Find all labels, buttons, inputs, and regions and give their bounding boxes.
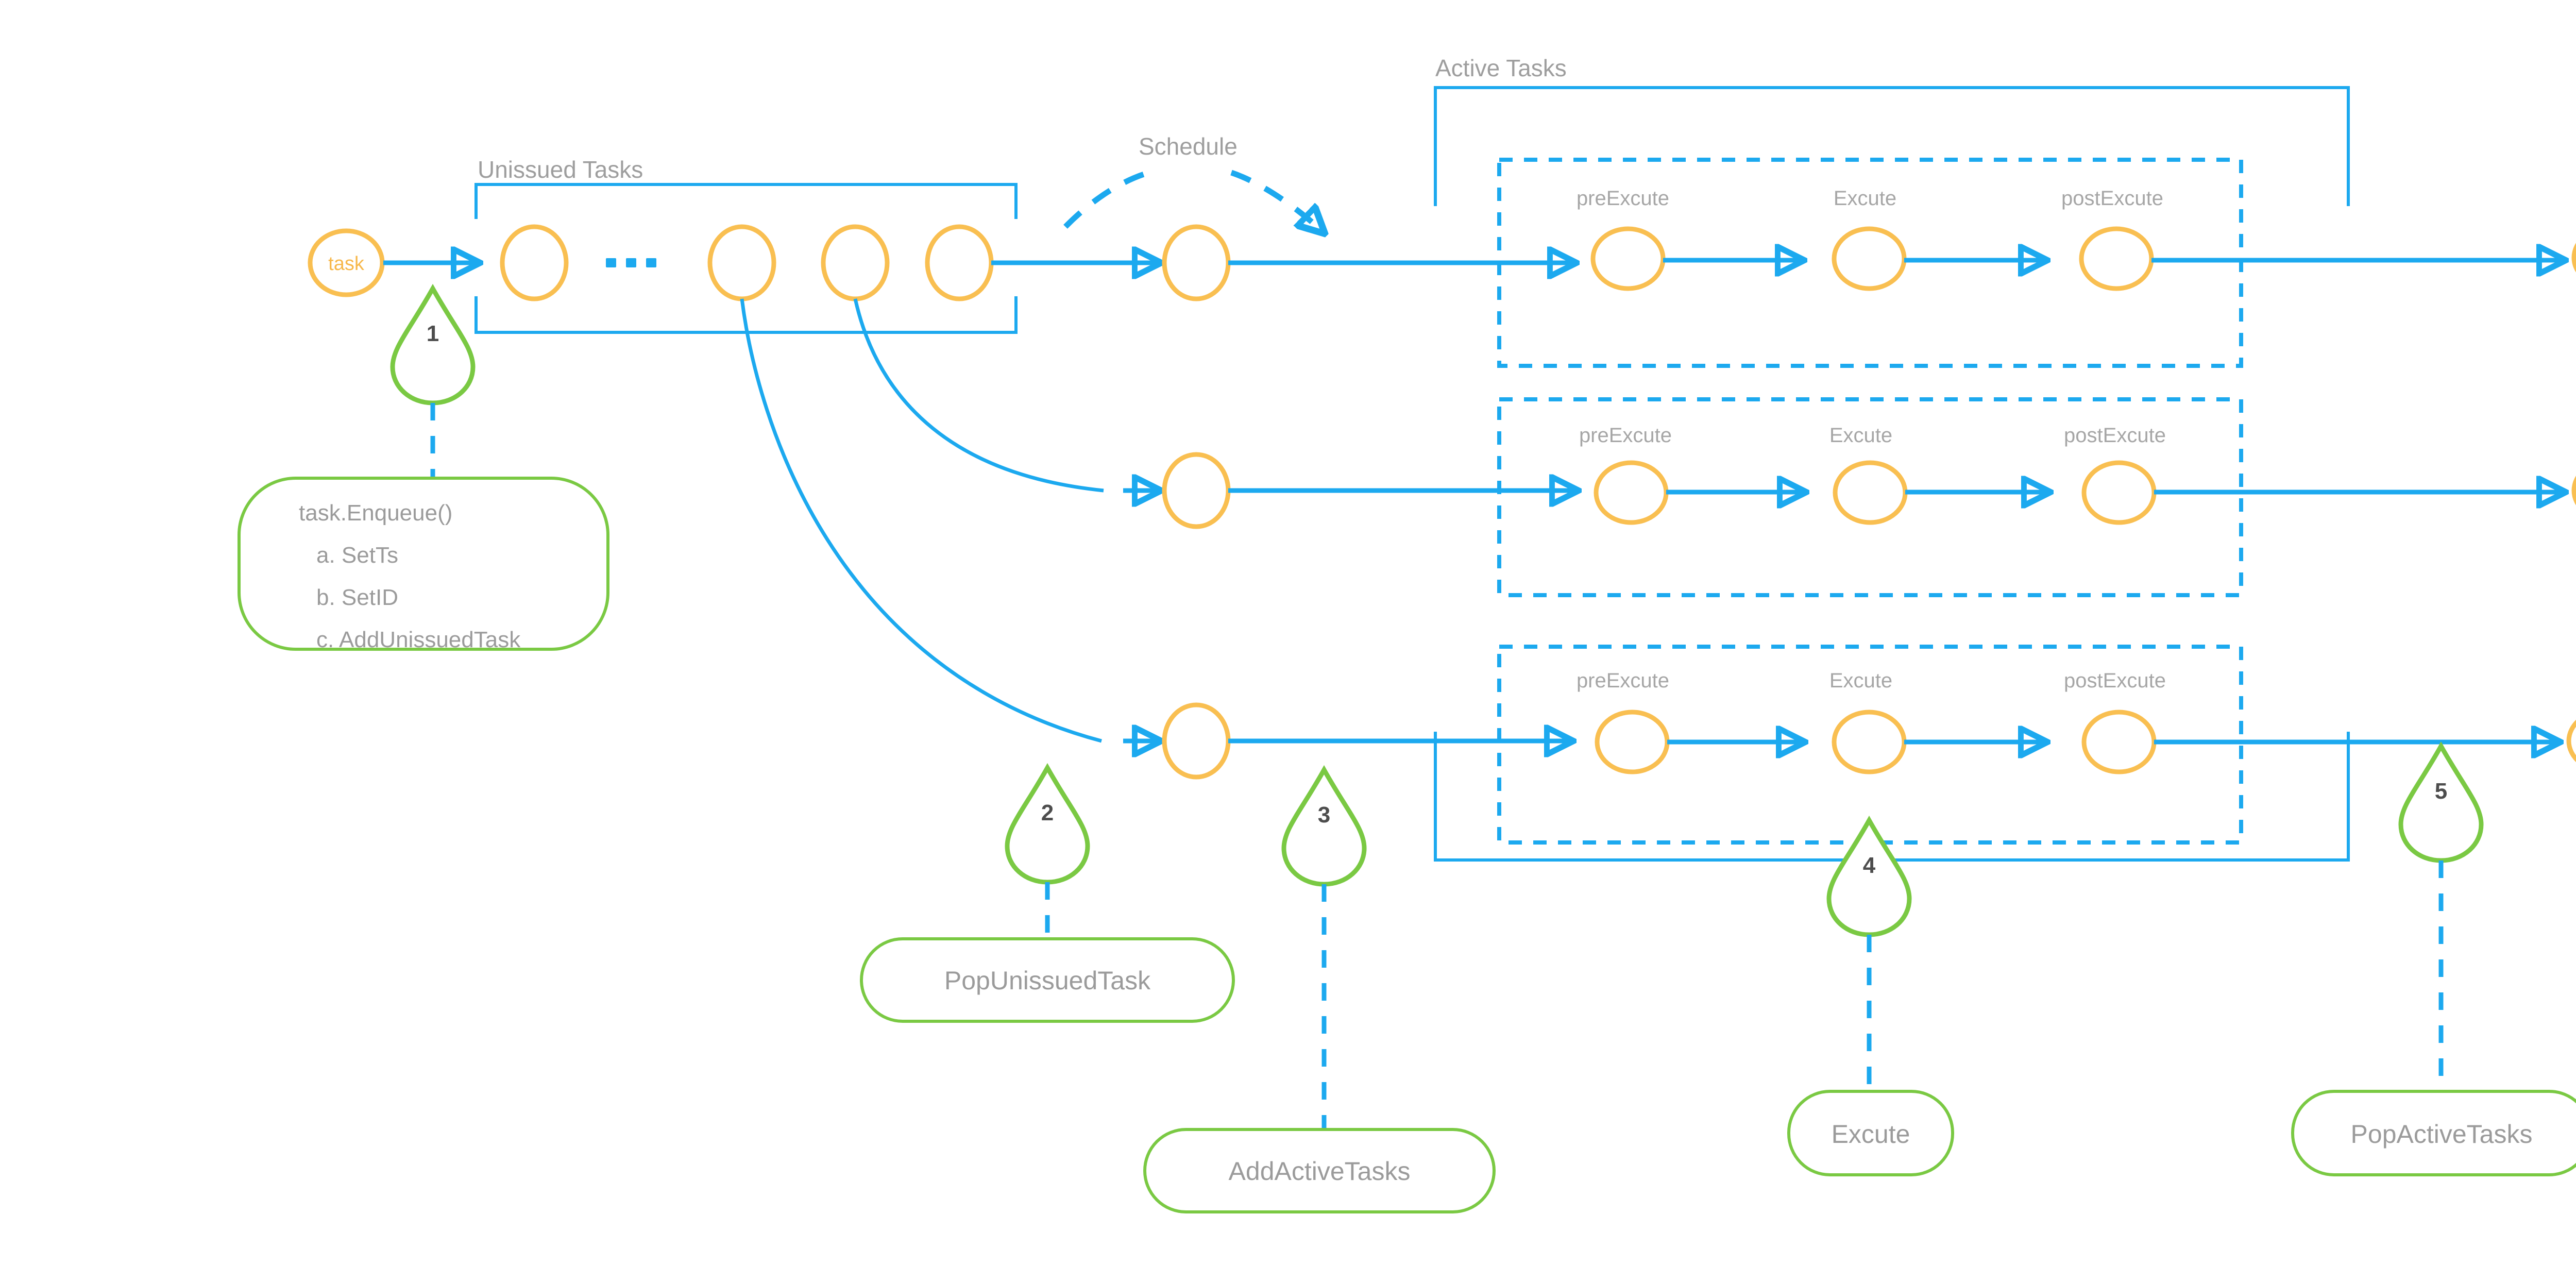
marker-1-group: 1 task.Enqueue() a. SetTs b. SetID c. Ad… (238, 283, 609, 652)
unissued-queue-nodes (500, 224, 994, 301)
row2-pre-node (1594, 460, 1669, 525)
row3-pre-label: preExcute (1577, 669, 1669, 692)
schedule-annotation: Schedule (1063, 133, 1324, 233)
marker-2-number: 2 (1041, 800, 1054, 825)
row2-dashed-region (1497, 397, 2243, 597)
pop-unissued-callout-box (860, 937, 1235, 1023)
marker-3-group: 3 AddActiveTasks (1143, 765, 1496, 1213)
excute-callout-box (1787, 1090, 1954, 1176)
task-source-node: task (308, 228, 385, 297)
row3-pre-node (1595, 710, 1670, 774)
marker-5-group: 5 PopActiveTasks (2291, 741, 2576, 1176)
schedule-node-row2 (1162, 452, 1231, 529)
row3-dashed-region (1497, 645, 2243, 845)
active-tasks-label: Active Tasks (1435, 55, 1567, 81)
active-task-row-3: preExcute Excute postExcute (1228, 645, 2576, 845)
enqueue-step-a: a. SetTs (316, 543, 398, 568)
enqueue-step-c: c. AddUnissuedTask (316, 627, 521, 652)
row3-terminal-node (2566, 719, 2576, 763)
row1-terminal-node (2571, 243, 2576, 273)
enqueue-callout-box (238, 477, 609, 651)
unissued-tasks-label: Unissued Tasks (478, 156, 643, 183)
row3-post-node (2081, 710, 2157, 774)
schedule-node-row1 (1162, 224, 1231, 301)
marker-1-number: 1 (427, 321, 439, 346)
row3-exec-label: Excute (1829, 669, 1892, 692)
marker-4-number: 4 (1863, 853, 1876, 878)
pop-unissued-callout-label: PopUnissuedTask (944, 966, 1151, 995)
queue-node-2 (707, 224, 776, 301)
row2-pre-label: preExcute (1579, 424, 1672, 447)
queue-node-1 (500, 224, 569, 301)
enqueue-callout-title: task.Enqueue() (299, 500, 452, 526)
queue-ellipsis-icon (606, 258, 656, 267)
marker-5-number: 5 (2435, 779, 2447, 804)
dispatch-curve-row3 (740, 298, 1102, 743)
schedule-entry-nodes (1123, 224, 1231, 780)
marker-2-group: 2 PopUnissuedTask (860, 763, 1235, 1023)
row1-exec-label: Excute (1834, 187, 1896, 210)
queue-node-3 (821, 224, 890, 301)
add-active-callout-box (1143, 1128, 1496, 1213)
schedule-label: Schedule (1139, 133, 1238, 160)
row2-exec-node (1833, 460, 1908, 525)
queue-node-4 (925, 224, 994, 301)
active-task-row-2: preExcute Excute postExcute (1228, 397, 2576, 597)
pop-active-callout-label: PopActiveTasks (2351, 1120, 2533, 1149)
row2-exec-label: Excute (1829, 424, 1892, 447)
row2-terminal-node (2571, 476, 2576, 505)
dispatch-curve-row2 (853, 298, 1104, 493)
excute-callout-label: Excute (1832, 1120, 1910, 1149)
row2-post-node (2081, 460, 2157, 525)
row1-dashed-region (1497, 158, 2243, 368)
task-node-label: task (328, 253, 365, 275)
active-task-row-1: preExcute Excute postExcute (1228, 158, 2576, 368)
row1-post-node (2079, 226, 2154, 291)
pop-active-callout-box (2291, 1090, 2576, 1176)
row1-post-label: postExcute (2061, 187, 2163, 210)
enqueue-step-b: b. SetID (316, 585, 398, 610)
row1-exec-node (1832, 226, 1907, 291)
row2-post-label: postExcute (2064, 424, 2166, 447)
add-active-callout-label: AddActiveTasks (1229, 1157, 1411, 1186)
marker-3-number: 3 (1318, 802, 1330, 828)
row1-pre-label: preExcute (1577, 187, 1669, 210)
schedule-node-row3 (1162, 702, 1231, 780)
row3-exec-node (1832, 710, 1907, 774)
row1-pre-node (1590, 226, 1666, 291)
marker-4-group: 4 Excute (1787, 815, 1954, 1176)
row3-post-label: postExcute (2064, 669, 2166, 692)
